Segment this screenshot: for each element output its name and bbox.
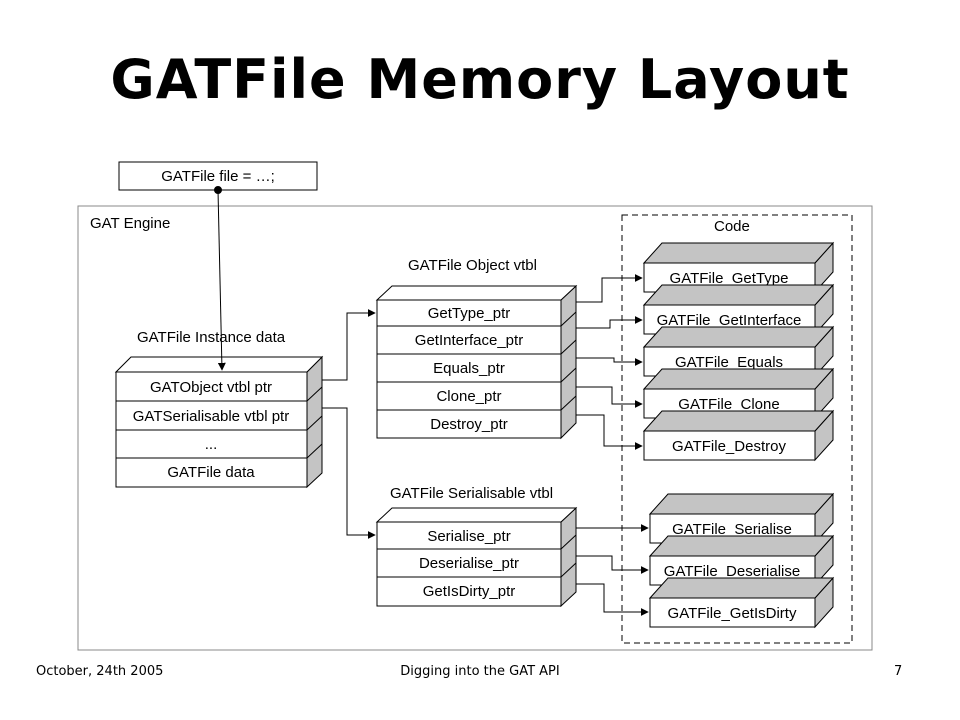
destroy-arrow: [576, 414, 643, 450]
instance-row: GATFile data: [167, 464, 255, 481]
clone-arrow: [576, 386, 643, 408]
instance-row: GATSerialisable vtbl ptr: [133, 408, 289, 425]
object-vtbl-stack: GetType_ptr GetInterface_ptr Equals_ptr …: [375, 284, 578, 440]
code-function-label: GATFile_Clone: [678, 396, 779, 413]
pointer-arrow: [217, 189, 226, 371]
object-vtbl-row: Clone_ptr: [436, 388, 501, 405]
declaration-box: GATFile file = …;: [118, 161, 318, 191]
code-function-label: GATFile_GetType: [670, 270, 789, 287]
object-vtbl-arrow: [322, 309, 376, 381]
equals-arrow: [576, 357, 643, 366]
code-function-label: GATFile_Destroy: [672, 438, 786, 455]
serialisable-vtbl-row: GetIsDirty_ptr: [423, 583, 516, 600]
instance-row: ...: [205, 436, 218, 453]
code-region: [621, 214, 853, 644]
serialisable-vtbl-stack: Serialise_ptr Deserialise_ptr GetIsDirty…: [375, 506, 578, 608]
object-vtbl-row: GetInterface_ptr: [415, 332, 523, 349]
connectors: [214, 186, 649, 616]
code-function-label: GATFile_Deserialise: [664, 563, 800, 580]
footer-date: October, 24th 2005: [36, 664, 164, 679]
page-number: 7: [894, 664, 903, 679]
object-vtbl-row: GetType_ptr: [428, 305, 511, 322]
object-vtbl-row: Destroy_ptr: [430, 416, 508, 433]
object-vtbl-row: Equals_ptr: [433, 360, 505, 377]
instance-row: GATObject vtbl ptr: [150, 379, 272, 396]
code-function-label: GATFile_Serialise: [672, 521, 792, 538]
footer-center: Digging into the GAT API: [400, 664, 560, 679]
instance-stack: GATObject vtbl ptr GATSerialisable vtbl …: [114, 355, 324, 489]
code-function-box: GATFile_Destroy: [642, 409, 835, 462]
deserialise-arrow: [576, 555, 649, 574]
getinterface-arrow: [576, 316, 643, 329]
code-function-label: GATFile_Equals: [675, 354, 783, 371]
object-vtbl-label: GATFile Object vtbl: [408, 257, 537, 274]
gettype-arrow: [576, 274, 643, 303]
serialisable-vtbl-row: Deserialise_ptr: [419, 555, 519, 572]
code-label: Code: [714, 218, 750, 235]
slide-title: GATFile Memory Layout: [110, 48, 850, 111]
code-function-label: GATFile_GetInterface: [657, 312, 802, 329]
code-function-label: GATFile_GetIsDirty: [668, 605, 797, 622]
engine-frame: [77, 205, 873, 651]
declaration-text: GATFile file = …;: [161, 168, 275, 185]
engine-label: GAT Engine: [90, 215, 170, 232]
serialisable-vtbl-label: GATFile Serialisable vtbl: [390, 485, 553, 502]
getisdirty-arrow: [576, 583, 649, 616]
instance-label: GATFile Instance data: [137, 329, 286, 346]
code-function-box: GATFile_GetIsDirty: [648, 576, 835, 629]
serialisable-vtbl-arrow: [322, 407, 376, 539]
serialisable-vtbl-row: Serialise_ptr: [427, 528, 510, 545]
